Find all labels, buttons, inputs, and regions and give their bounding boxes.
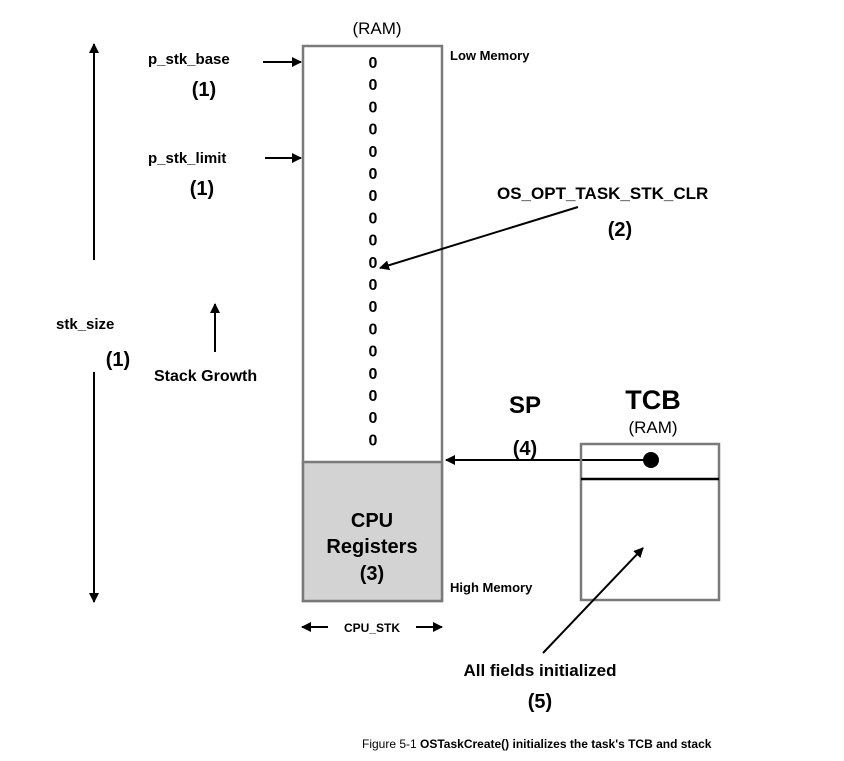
stk-size-label: stk_size [56,316,114,333]
fields-init-number: (5) [528,691,552,713]
figure-caption: Figure 5-1 OSTaskCreate() initializes th… [362,737,712,751]
cpu-registers-number: (3) [360,563,384,585]
figure-caption-prefix: Figure 5-1 [362,737,420,751]
cpu-registers-region [301,460,444,603]
cpu-registers-line2: Registers [326,536,417,558]
stack-value: 0 [369,321,378,338]
stack-value: 0 [369,210,378,227]
fields-init-label: All fields initialized [463,661,616,680]
p-stk-limit-number: (1) [190,178,214,200]
stack-value: 0 [369,388,378,405]
high-memory-label: High Memory [450,580,533,595]
stk-size-number: (1) [106,349,130,371]
tcb-box [579,442,721,602]
stack-value: 0 [369,122,378,139]
figure-caption-title: OSTaskCreate() initializes the task's TC… [420,737,712,751]
tcb-title: TCB [625,385,681,415]
stack-value: 0 [369,410,378,427]
stack-ram-label: (RAM) [352,19,401,38]
stack-value: 0 [369,432,378,449]
sp-label: SP [509,392,541,419]
stack-value: 0 [369,277,378,294]
p-stk-base-label: p_stk_base [148,51,230,68]
cpu-stk-label: CPU_STK [344,621,400,635]
fields-init-arrow [542,547,644,654]
stack-value: 0 [369,299,378,316]
stack-value: 0 [369,166,378,183]
p-stk-limit-label: p_stk_limit [148,150,226,167]
stack-growth-label: Stack Growth [154,368,257,385]
stack-value: 0 [369,255,378,272]
stack-value: 0 [369,99,378,116]
opt-clear-arrow [379,206,579,271]
stack-values: 0 0 0 0 0 0 0 0 0 0 0 0 0 0 0 0 0 0 [369,55,378,449]
low-memory-label: Low Memory [450,48,530,63]
opt-clear-number: (2) [608,219,632,241]
tcb-ram-label: (RAM) [628,418,677,437]
stack-value: 0 [369,55,378,72]
stack-value: 0 [369,188,378,205]
cpu-registers-line1: CPU [351,510,393,532]
stack-value: 0 [369,233,378,250]
stack-value: 0 [369,344,378,361]
stack-value: 0 [369,144,378,161]
stack-value: 0 [369,77,378,94]
p-stk-base-number: (1) [192,79,216,101]
sp-pointer-dot [643,452,659,468]
sp-number: (4) [513,438,537,460]
stack-value: 0 [369,366,378,383]
opt-clear-label: OS_OPT_TASK_STK_CLR [497,184,708,203]
